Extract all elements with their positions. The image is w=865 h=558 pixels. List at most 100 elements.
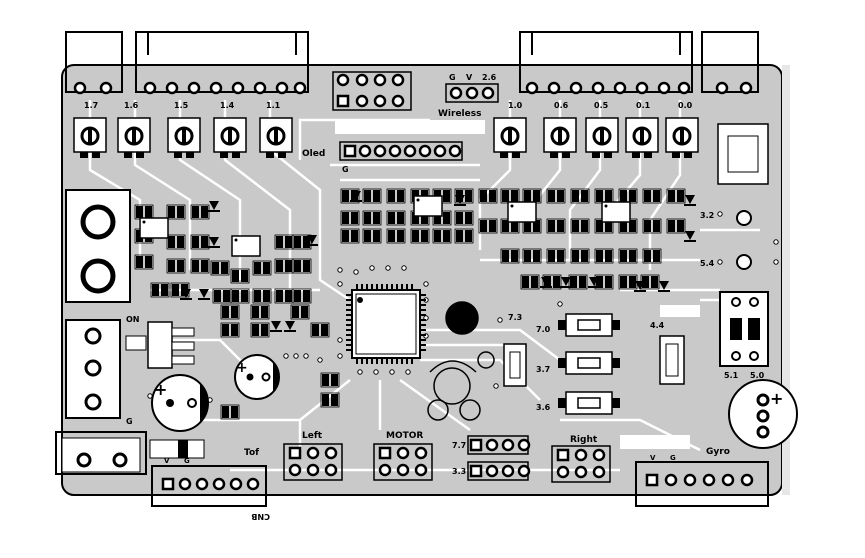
smd-pad xyxy=(192,236,199,248)
smd-outline xyxy=(642,188,662,204)
smd-pad xyxy=(557,190,564,202)
tof-label: Tof xyxy=(244,448,259,458)
smd-outline xyxy=(666,218,686,234)
header-pin xyxy=(569,81,583,95)
connector-housing-top-right-long xyxy=(519,31,693,93)
pin-44-label: 4.4 xyxy=(650,321,665,330)
header-pin xyxy=(253,81,267,95)
smd-pad xyxy=(303,236,310,248)
smd-pad xyxy=(351,212,358,224)
mcu-pin xyxy=(361,358,363,364)
smd-pad xyxy=(231,406,238,418)
connector-housing-top-left-long xyxy=(135,31,309,93)
smd-pad xyxy=(421,212,428,224)
mcu-pin xyxy=(420,309,426,311)
header-pin xyxy=(378,446,392,460)
mcu-pin xyxy=(411,358,413,364)
capacitor-large xyxy=(151,374,209,432)
mcu-pin xyxy=(346,299,352,301)
via xyxy=(389,369,395,375)
pot-pad xyxy=(174,152,182,158)
smd-pad xyxy=(480,190,487,202)
connector-housing-top-left-small xyxy=(65,31,123,93)
smd-outline xyxy=(454,210,474,226)
smd-pad xyxy=(548,250,555,262)
smd-outline xyxy=(546,188,566,204)
pot-pad xyxy=(220,152,228,158)
smd-outline xyxy=(292,288,312,304)
via xyxy=(303,353,309,359)
via xyxy=(353,269,359,275)
via xyxy=(405,369,411,375)
smd-pad xyxy=(364,190,371,202)
mcu-pin xyxy=(346,319,352,321)
mcu-pin xyxy=(346,339,352,341)
smd-pad xyxy=(465,230,472,242)
led-32 xyxy=(736,210,752,226)
smd-outline xyxy=(250,322,270,338)
potentiometer-slot xyxy=(274,129,278,143)
smd-pad xyxy=(502,250,509,262)
smd-pad xyxy=(533,250,540,262)
smd-pad xyxy=(223,290,230,302)
push-button-cap xyxy=(577,357,601,369)
wireless-pin xyxy=(391,94,405,108)
tof-pin xyxy=(161,477,175,491)
port-label-left: 1.1 xyxy=(266,101,281,110)
via xyxy=(773,259,779,265)
header-pin xyxy=(293,81,307,95)
mcu-pin xyxy=(401,358,403,364)
smd-pad xyxy=(620,220,627,232)
smd-pad xyxy=(511,220,518,232)
smd-pad xyxy=(172,284,179,296)
push-button-cap xyxy=(577,397,601,409)
diode xyxy=(589,277,599,286)
via xyxy=(317,357,323,363)
header-pin xyxy=(677,81,691,95)
motor-header xyxy=(373,443,433,481)
smd-pad xyxy=(480,220,487,232)
gyro-pin xyxy=(702,473,716,487)
smd-outline xyxy=(292,258,312,274)
smd-pad xyxy=(252,306,259,318)
via xyxy=(497,317,503,323)
diode-bar xyxy=(634,290,646,292)
smd-pad xyxy=(136,256,143,268)
diode xyxy=(351,191,361,200)
smd-pad xyxy=(364,212,371,224)
port-label-left: 1.5 xyxy=(174,101,189,110)
smd-outline xyxy=(454,228,474,244)
smd-pad xyxy=(412,230,419,242)
gyro-pin xyxy=(740,473,754,487)
mcu-pin xyxy=(420,294,426,296)
smd-outline xyxy=(362,210,382,226)
smd-pad xyxy=(524,250,531,262)
smd-pad xyxy=(263,262,270,274)
oled-pin xyxy=(418,144,432,158)
smd-outline xyxy=(500,248,520,264)
top-header-pins xyxy=(73,81,753,95)
smd-outline xyxy=(340,188,360,204)
smd-pad xyxy=(511,190,518,202)
smd-outline xyxy=(310,322,330,338)
smd-outline xyxy=(166,204,186,220)
gyro-g-label: G xyxy=(670,454,676,462)
sot-chip-dot xyxy=(604,204,608,208)
pot-pad xyxy=(136,152,144,158)
port-label-left: 1.7 xyxy=(84,101,98,110)
potentiometer-slot xyxy=(88,129,92,143)
sot-chip xyxy=(413,195,443,217)
smd-outline xyxy=(340,228,360,244)
smd-pad xyxy=(511,250,518,262)
smd-pad xyxy=(214,290,221,302)
smd-pad xyxy=(620,190,627,202)
mcu-pin xyxy=(361,284,363,290)
mcu-pin xyxy=(346,314,352,316)
gyro-pin xyxy=(664,473,678,487)
via xyxy=(493,383,499,389)
smd-pad xyxy=(397,230,404,242)
tof-connector xyxy=(151,465,267,507)
white-label-right xyxy=(620,435,690,449)
via xyxy=(373,369,379,375)
smd-outline xyxy=(166,258,186,274)
